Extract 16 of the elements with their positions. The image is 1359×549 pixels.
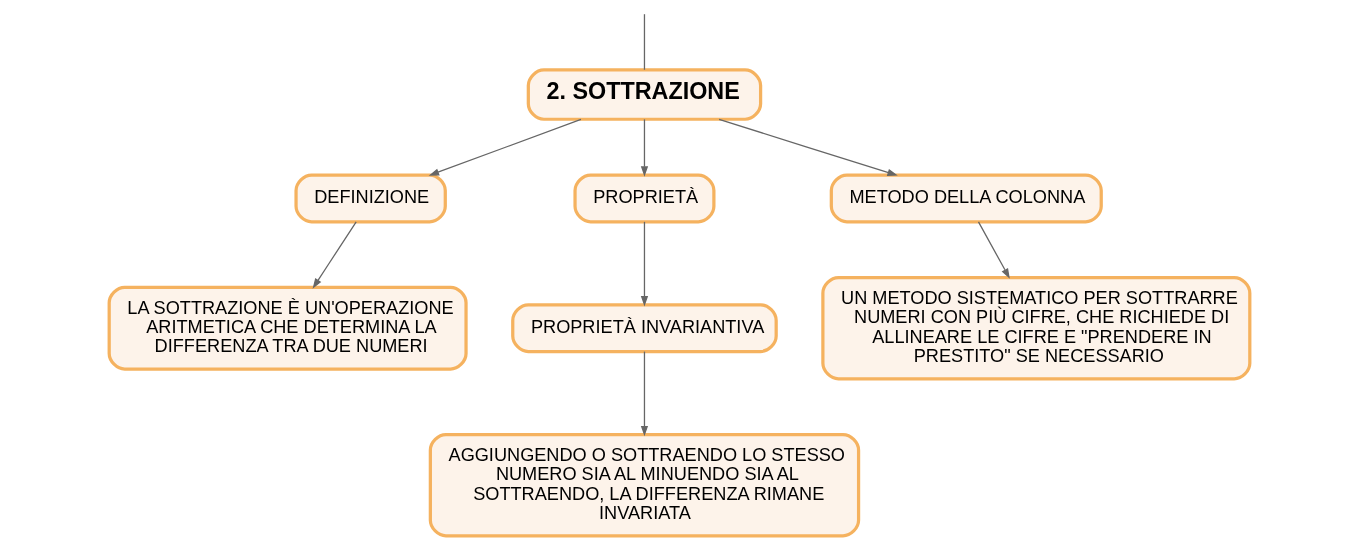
arrow — [977, 221, 1010, 279]
node-box: METODO DELLA COLONNA — [829, 173, 1103, 224]
connector — [643, 13, 646, 71]
node-box: 2. SOTTRAZIONE — [526, 68, 763, 121]
node-box: DEFINIZIONE — [294, 173, 447, 224]
arrow — [312, 221, 357, 289]
arrow — [428, 118, 582, 176]
arrow — [640, 118, 649, 177]
node-box: PROPRIETÀ — [573, 173, 716, 224]
node-box: LA SOTTRAZIONE È UN'OPERAZIONE ARITMETICA CHE DETERMINA LA DIFFERENZA TRA DUE NUMERI — [107, 285, 468, 371]
arrow — [640, 350, 649, 437]
node-box: UN METODO SISTEMATICO PER SOTTRARRE NUMERI CON PIÙ CIFRE, CHE RICHIEDE DI ALLINEARE LE CIFRE E "PRENDERE IN PRESTITO" SE NECESSARIO — [821, 275, 1252, 381]
node-box: PROPRIETÀ INVARIANTIVA — [511, 303, 778, 354]
node-box: AGGIUNGENDO O SOTTRAENDO LO STESSO NUMERO SIA AL MINUENDO SIA AL SOTTRAENDO, LA DIFFERENZA RIMANE INVARIATA — [428, 432, 861, 538]
arrow — [640, 221, 649, 307]
arrow — [718, 118, 898, 176]
